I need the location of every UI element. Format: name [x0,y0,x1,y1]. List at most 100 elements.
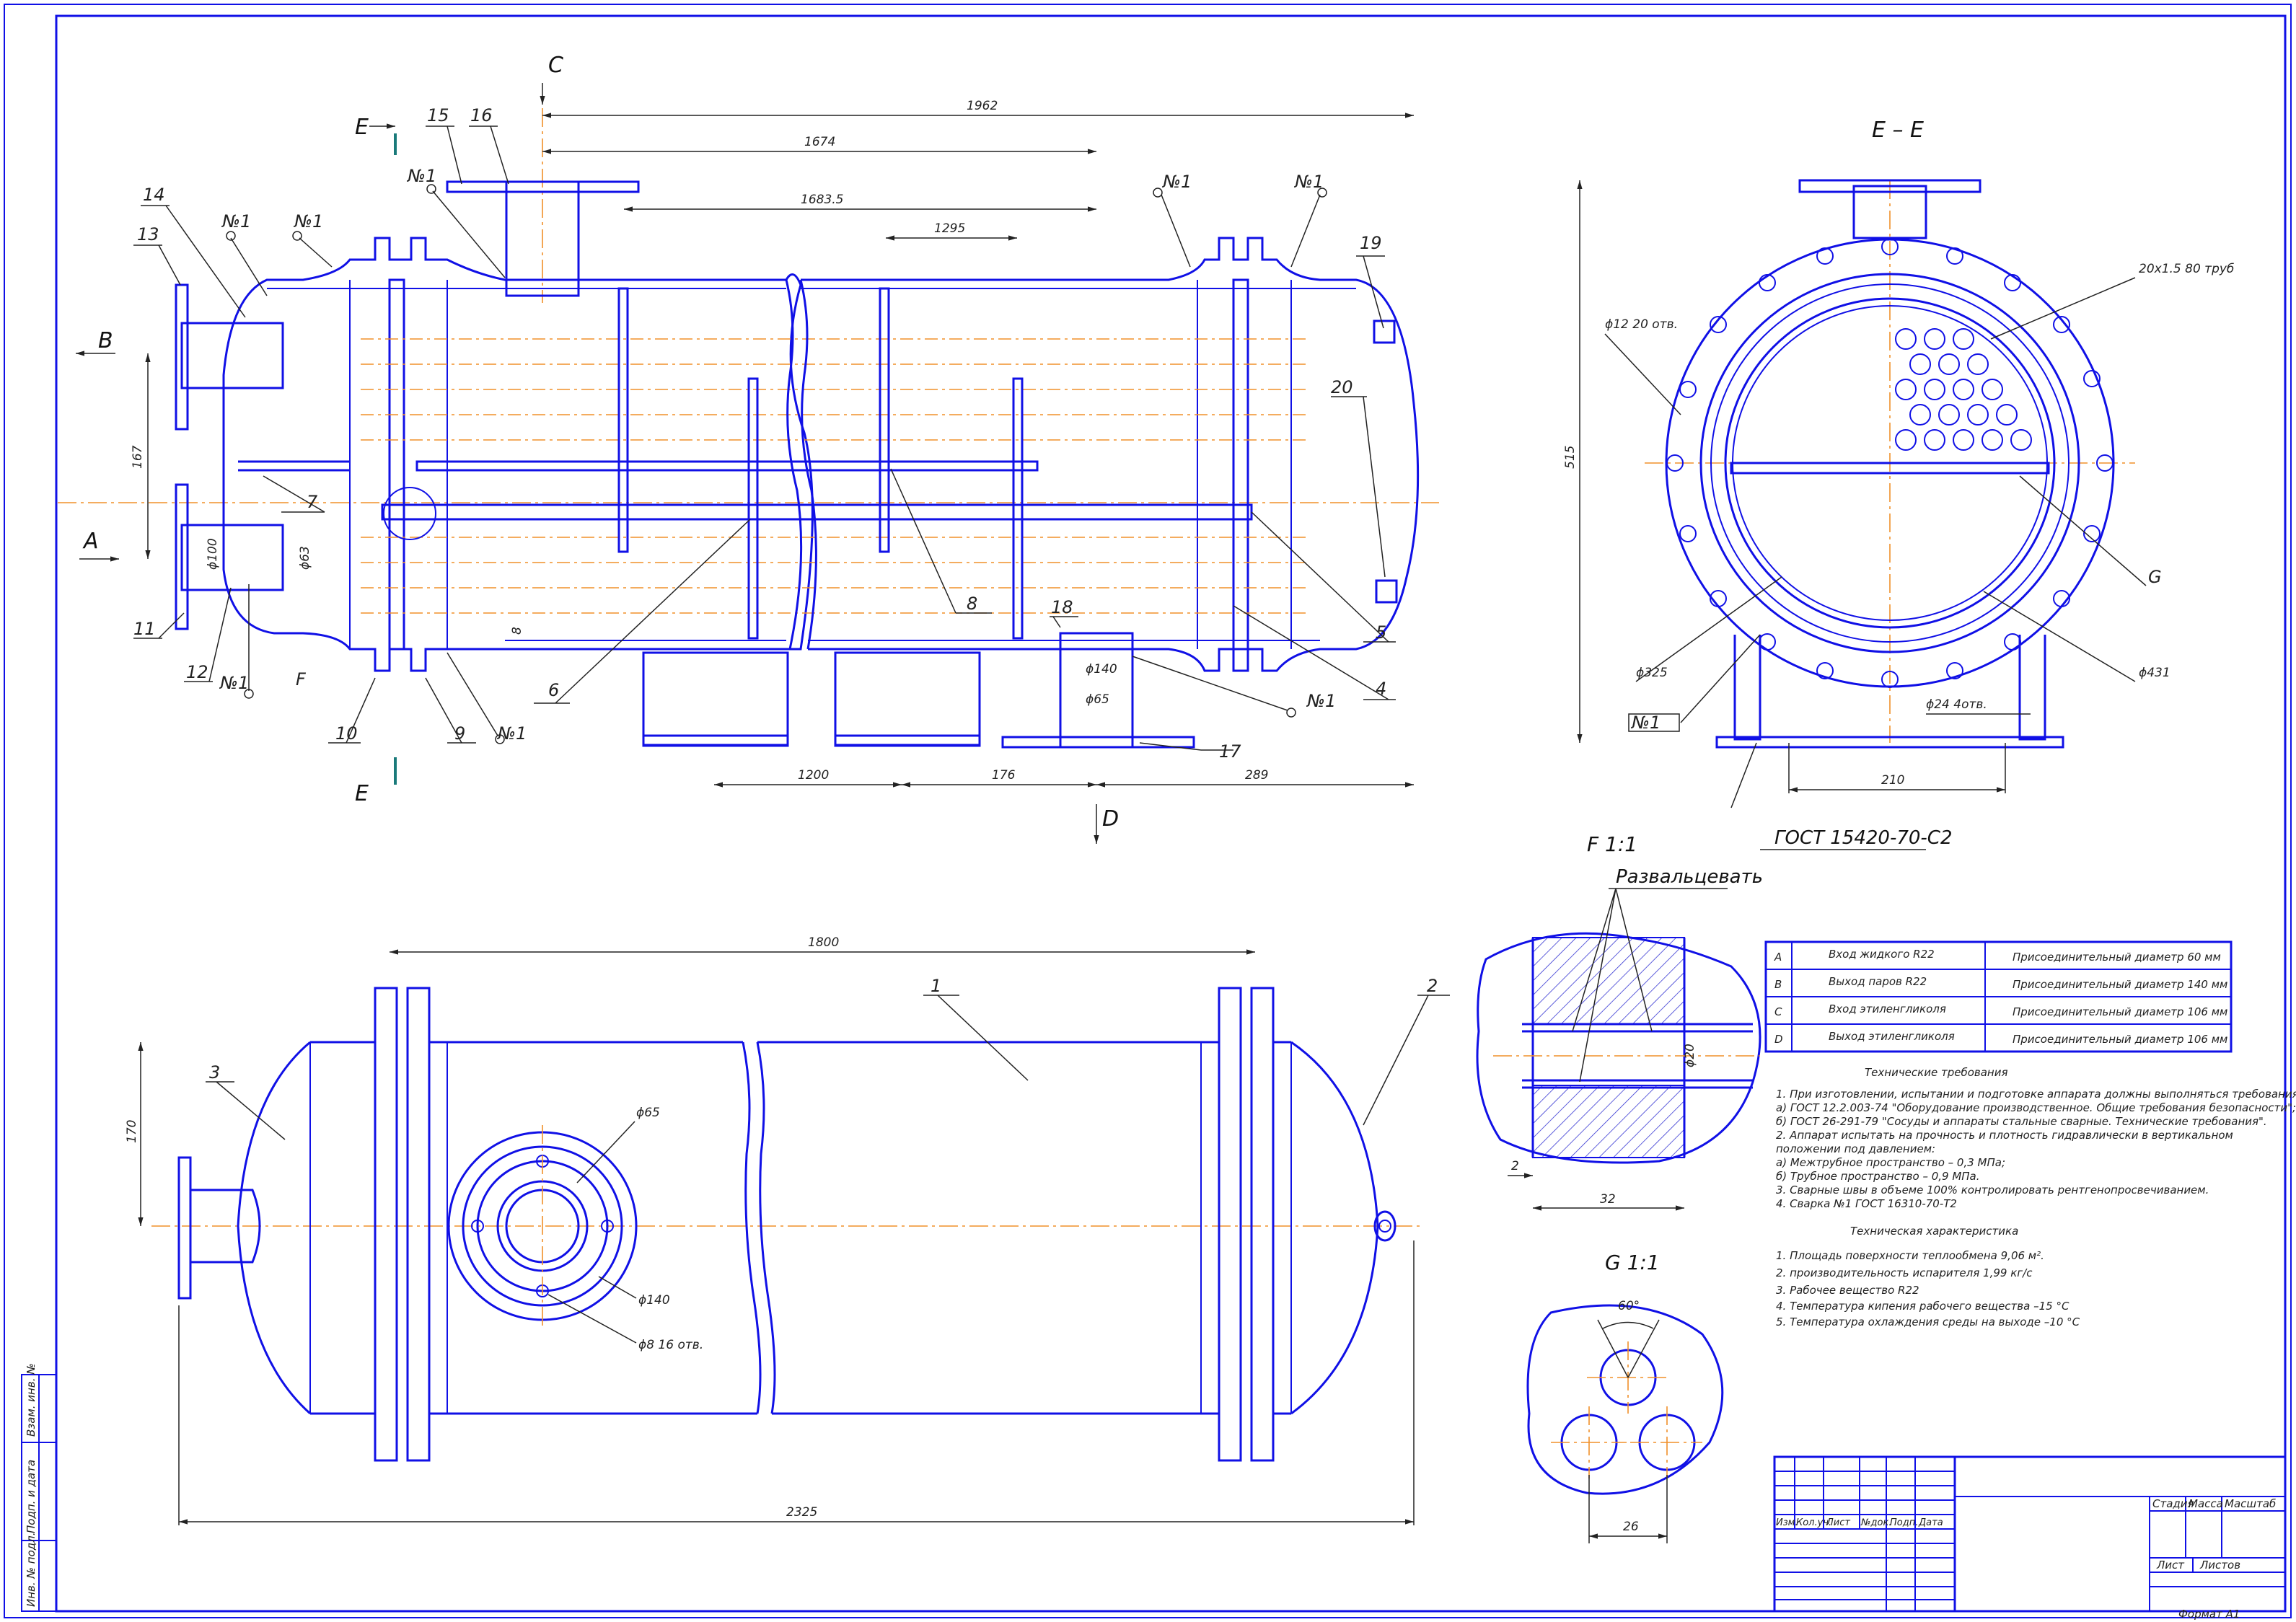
tech-char-line-5: 5. Температура охлаждения среды на выход… [1776,1315,2080,1328]
nozzle-d [1059,632,1134,749]
section-c: C [548,53,563,78]
dim-8-holes: ϕ8 16 отв. [638,1338,703,1352]
main-section-view: 1962 1674 1683.5 1295 167 ϕ100 ϕ63 8 ϕ14… [58,53,1439,844]
tech-req-line-7: б) Трубное пространство – 0,9 МПа. [1776,1170,1980,1183]
title-block: Изм. Кол.уч. Лист №док. Подп. Дата Стади… [1773,1455,2287,1621]
tie-rod [381,503,1253,521]
tb-mass: Масса [2189,1497,2223,1510]
pos-5: 5 [1376,622,1386,643]
drain-bottom [1375,579,1398,604]
dim-8: 8 [510,627,524,635]
baffle-2 [747,377,759,640]
nozzle-d-flange [1001,736,1195,749]
left-head [237,1041,311,1415]
dim-26: 26 [1623,1520,1639,1534]
stamp-vzam-inv: Взам. инв. № [25,1363,38,1437]
detail-g-outline [1526,1304,1724,1495]
conn-a-name: Вход жидкого R22 [1829,948,1935,961]
dim-431: ϕ431 [2139,666,2170,680]
tech-req-line-8: 3. Сварные швы в объеме 100% контролиров… [1776,1184,2209,1196]
conn-d-name: Выход этиленгликоля [1829,1030,1955,1043]
pos-6: 6 [548,680,559,700]
dim-12-holes: ϕ12 20 отв. [1605,317,1678,332]
tb-scale: Масштаб [2225,1497,2276,1510]
tube-sheet-right [1232,278,1249,651]
baffle-4 [1012,377,1024,640]
pos-4: 4 [1376,679,1386,699]
tech-req-line-2: а) ГОСТ 12.2.003-74 "Оборудование произв… [1776,1101,2296,1114]
weld-mark-1: №1 [293,211,323,232]
weld-mark-6: №1 [219,673,249,693]
section-e-top: E [355,115,369,140]
tech-req-line-6: а) Межтрубное пространство – 0,3 МПа; [1776,1156,2005,1169]
pos-14: 14 [143,185,165,205]
f-title: F 1:1 [1587,832,1637,856]
ee-title: E – E [1872,118,1924,143]
baffle-3 [879,287,890,553]
tech-char-title: Техническая характеристика [1850,1225,2018,1238]
dim-210: 210 [1881,773,1904,788]
tube-sheet-left [388,278,405,651]
tb-format: Формат А1 [2178,1608,2240,1621]
position-leaders: 7 8 5 4 6 10 9 11 12 13 14 15 16 [133,105,1396,762]
section-e-bottom: E [355,781,369,806]
outer-border [4,4,2292,1618]
conn-c-diam: Присоединительный диаметр 106 мм [2013,1005,2227,1018]
stamp-podp-data: Подп. и дата [25,1460,38,1533]
pos-13: 13 [137,224,159,244]
pos-16: 16 [470,105,493,125]
dim-2325: 2325 [786,1505,817,1520]
dim-1962: 1962 [967,99,998,113]
detail-f-label: F [296,669,307,689]
pos-2: 2 [1427,976,1438,996]
pos-15: 15 [427,105,449,125]
tb-stage: Стадия [2152,1497,2194,1510]
dim-100: ϕ100 [206,538,220,570]
conn-c-name: Вход этиленгликоля [1829,1002,1946,1015]
tb-sheet: Лист [2156,1559,2185,1572]
plan-flange-l1 [374,987,398,1462]
dim-176: 176 [992,768,1016,783]
tb-sheets: Листов [2199,1559,2240,1572]
shell-outline [801,237,1420,672]
section-a: A [82,529,99,554]
dim-63: ϕ63 [298,546,312,570]
weld-mark-2: №1 [221,211,251,232]
dim-65: ϕ65 [1086,692,1109,707]
nozzle-b [180,322,284,389]
tech-req-line-5: положении под давлением: [1776,1142,1935,1155]
dim-289: 289 [1245,768,1268,783]
front-head-outline [222,237,814,672]
weld-mark-8: №1 [1306,691,1336,711]
tube-circles [1895,328,2032,451]
detail-g: G 1:1 60° 26 [1526,1251,1724,1543]
dim-1683: 1683.5 [801,193,843,207]
pos-9: 9 [454,723,465,744]
dim-65-plan: ϕ65 [636,1106,660,1120]
dim-32: 32 [1600,1192,1616,1207]
plan-flange-l2 [406,987,431,1462]
weld-marks: №1 №1 №1 №1 №1 №1 №1 №1 [219,166,1336,744]
weld-box [1628,713,1680,732]
pos-1: 1 [931,976,941,996]
weld-mark-4: №1 [1161,172,1192,192]
plan-flange-r1 [1218,987,1242,1462]
g-title: G 1:1 [1605,1251,1660,1274]
dim-1674: 1674 [804,135,835,149]
nozzle-a-flange [175,483,189,630]
pos-10: 10 [335,723,358,744]
pos-17: 17 [1219,741,1241,762]
conn-b-diam: Присоединительный диаметр 140 мм [2013,978,2227,991]
tech-req-line-1: 1. При изготовлении, испытании и подгото… [1776,1088,2296,1101]
inner-frame [55,14,2287,1613]
tie-rod-upper [415,460,1039,472]
pos-12: 12 [186,662,208,682]
dim-1295: 1295 [934,221,965,236]
conn-d-code: D [1774,1033,1783,1046]
dim-170: 170 [125,1120,139,1143]
support-left [642,651,789,746]
pos-3: 3 [209,1062,220,1083]
connections-table: A Вход жидкого R22 Присоединительный диа… [1764,940,2233,1053]
dim-515: 515 [1563,446,1578,469]
pos-8: 8 [967,594,977,614]
